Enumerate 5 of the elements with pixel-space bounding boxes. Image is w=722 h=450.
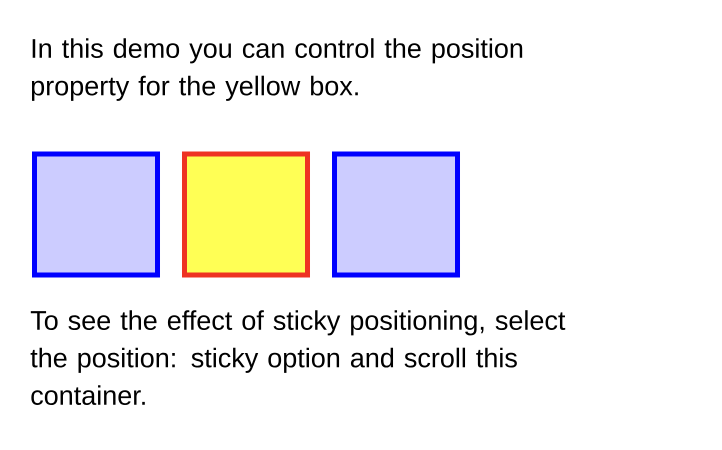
- paragraph: In this demo you can control the position property for the yellow box.: [32, 38, 522, 101]
- square-box: [182, 152, 310, 278]
- square-box: [32, 152, 160, 278]
- paragraph: To see the effect of sticky positioning, select the position: sticky option and scroll this container.: [30, 310, 566, 406]
- square-box: [332, 152, 460, 278]
